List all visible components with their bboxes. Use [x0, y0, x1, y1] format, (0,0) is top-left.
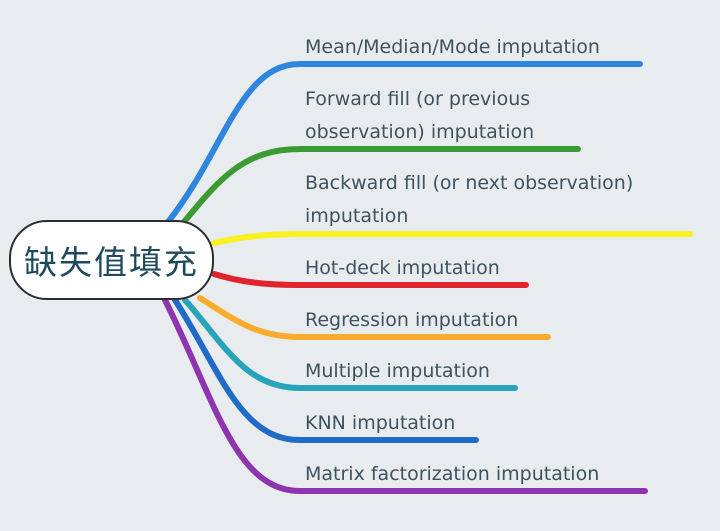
branch-text-line-1: Backward fill (or next observation): [305, 172, 634, 194]
branch-label-hot-deck[interactable]: Hot-deck imputation: [305, 252, 500, 285]
branch-line-multiple: [182, 297, 518, 391]
branch-line-regression: [197, 295, 551, 340]
branch-text-line-2: observation) imputation: [305, 121, 535, 143]
branch-line-forward-fill: [181, 146, 581, 225]
branch-label-forward-fill[interactable]: Forward fill (or previous observation) i…: [305, 83, 534, 149]
branch-line-backward-fill: [211, 231, 693, 246]
branch-line-mean-median-mode: [165, 61, 643, 225]
root-node-label: 缺失值填充: [24, 243, 199, 282]
branch-text: KNN imputation: [305, 412, 456, 434]
branch-label-backward-fill[interactable]: Backward fill (or next observation) impu…: [305, 167, 633, 233]
branch-text: Matrix factorization imputation: [305, 463, 600, 485]
branch-label-multiple[interactable]: Multiple imputation: [305, 355, 490, 388]
branch-line-knn: [172, 297, 479, 443]
branch-text: Mean/Median/Mode imputation: [305, 36, 600, 58]
branch-label-matrix-factorization[interactable]: Matrix factorization imputation: [305, 458, 599, 491]
branch-text: Hot-deck imputation: [305, 257, 500, 279]
root-node[interactable]: 缺失值填充: [9, 220, 214, 300]
branch-text: Regression imputation: [305, 309, 519, 331]
branch-text-line-1: Forward fill (or previous: [305, 88, 531, 110]
branch-line-matrix-factorization: [162, 297, 648, 494]
branch-label-mean-median-mode[interactable]: Mean/Median/Mode imputation: [305, 31, 600, 64]
branch-line-hot-deck: [211, 271, 529, 288]
branch-label-knn[interactable]: KNN imputation: [305, 407, 455, 440]
branch-text: Multiple imputation: [305, 360, 490, 382]
branch-text-line-2: imputation: [305, 205, 409, 227]
branch-label-regression[interactable]: Regression imputation: [305, 304, 518, 337]
